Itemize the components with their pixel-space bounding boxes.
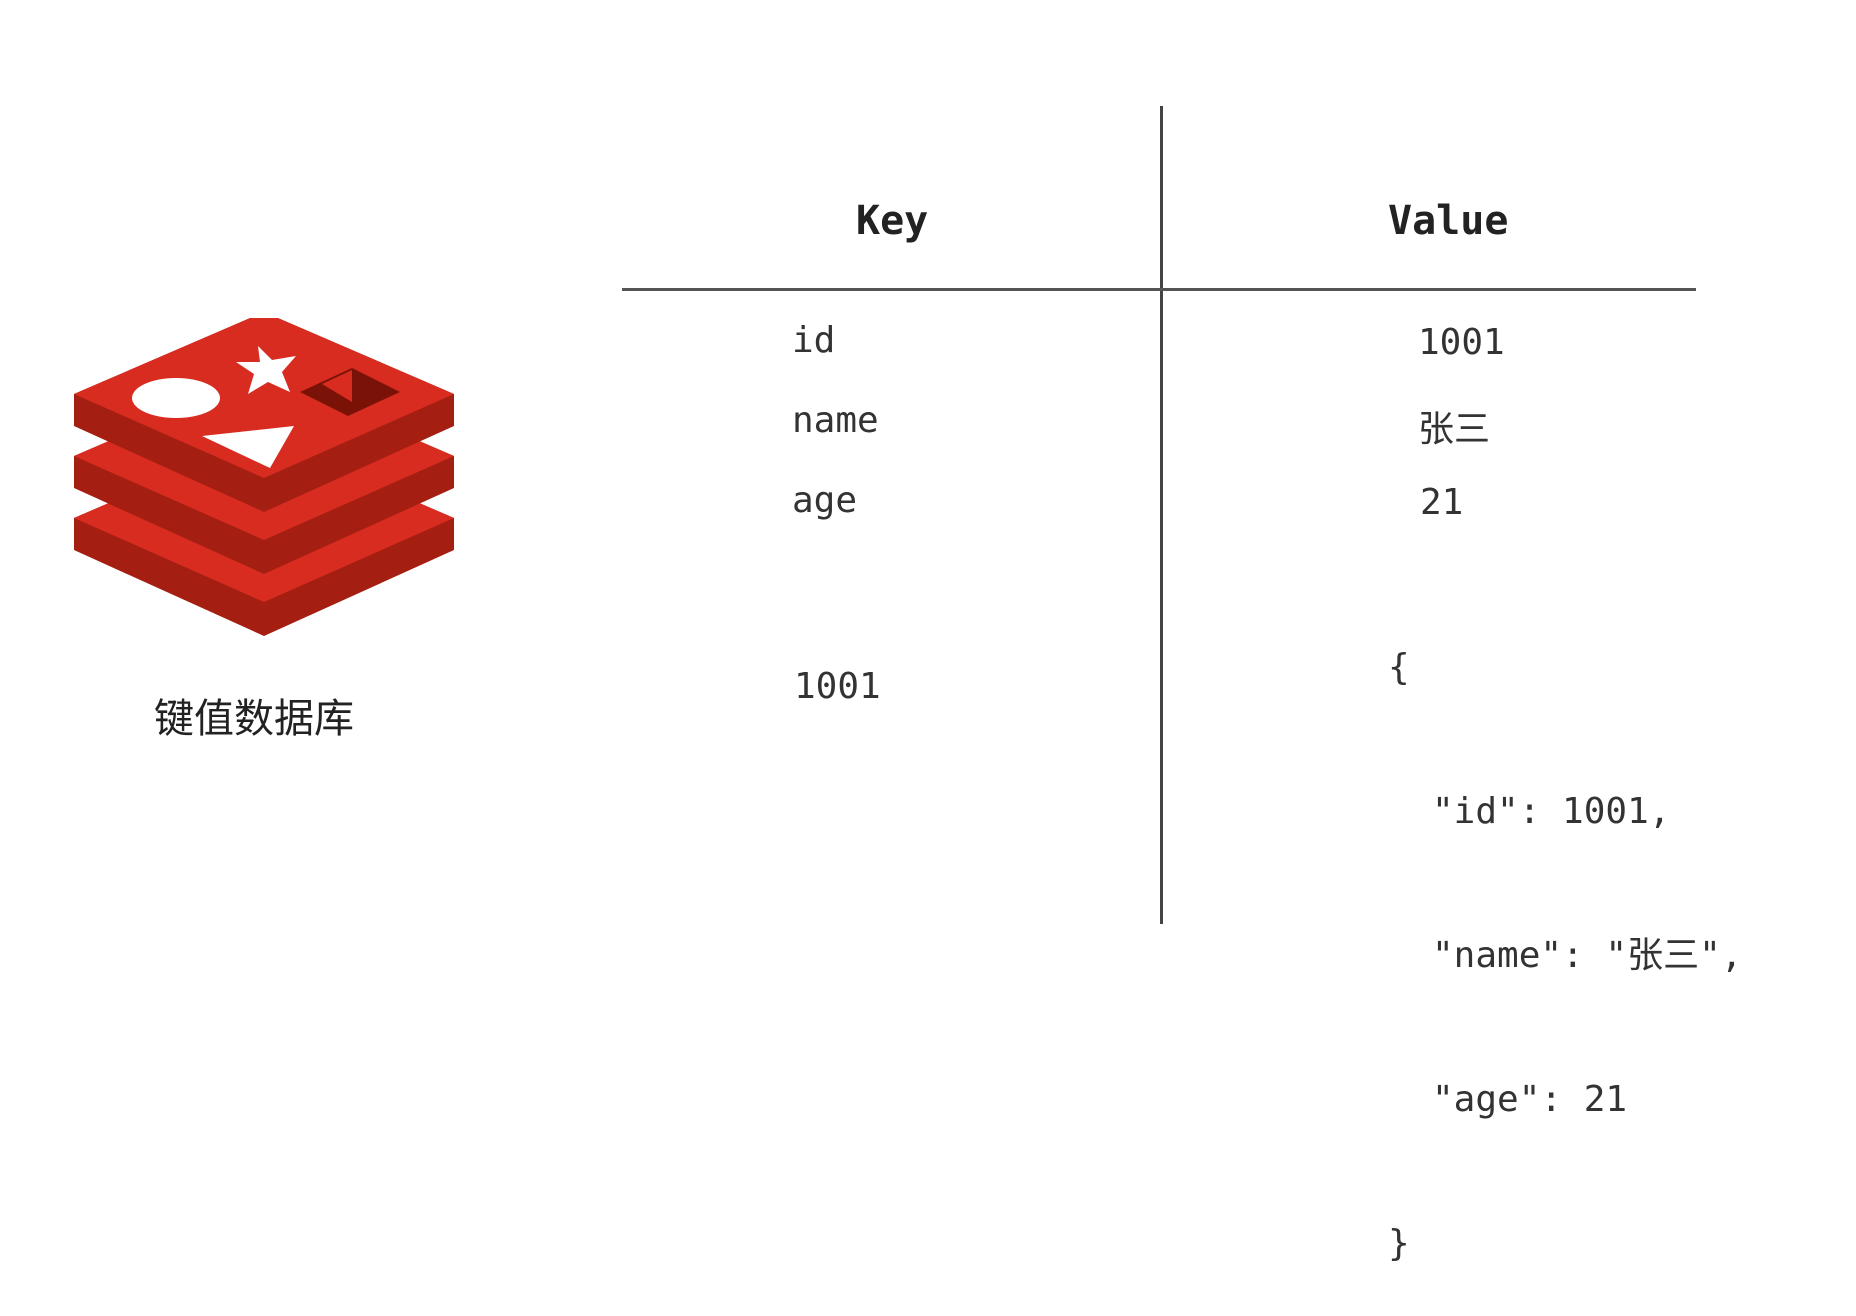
row-value-age: 21 xyxy=(1420,482,1464,523)
row-key-1001: 1001 xyxy=(794,666,881,707)
caption-label: 键值数据库 xyxy=(154,696,354,742)
json-line-name: "name": "张三", xyxy=(1432,935,1743,976)
row-key-id: id xyxy=(792,320,836,361)
row-key-name: name xyxy=(792,400,879,441)
header-value: Value xyxy=(1388,198,1509,244)
column-divider xyxy=(1160,106,1163,924)
row-value-name: 张三 xyxy=(1418,409,1491,450)
header-divider xyxy=(622,288,1696,291)
row-value-json: { "id": 1001, "name": "张三", "age": 21 } xyxy=(1388,548,1742,1316)
json-line-id: "id": 1001, xyxy=(1432,791,1671,832)
row-value-id: 1001 xyxy=(1418,322,1505,363)
json-line-age: "age": 21 xyxy=(1432,1079,1628,1120)
row-key-age: age xyxy=(792,480,858,521)
redis-logo-icon xyxy=(74,318,454,636)
header-key: Key xyxy=(856,198,929,244)
json-open-brace: { xyxy=(1388,647,1410,688)
json-close-brace: } xyxy=(1388,1223,1410,1264)
